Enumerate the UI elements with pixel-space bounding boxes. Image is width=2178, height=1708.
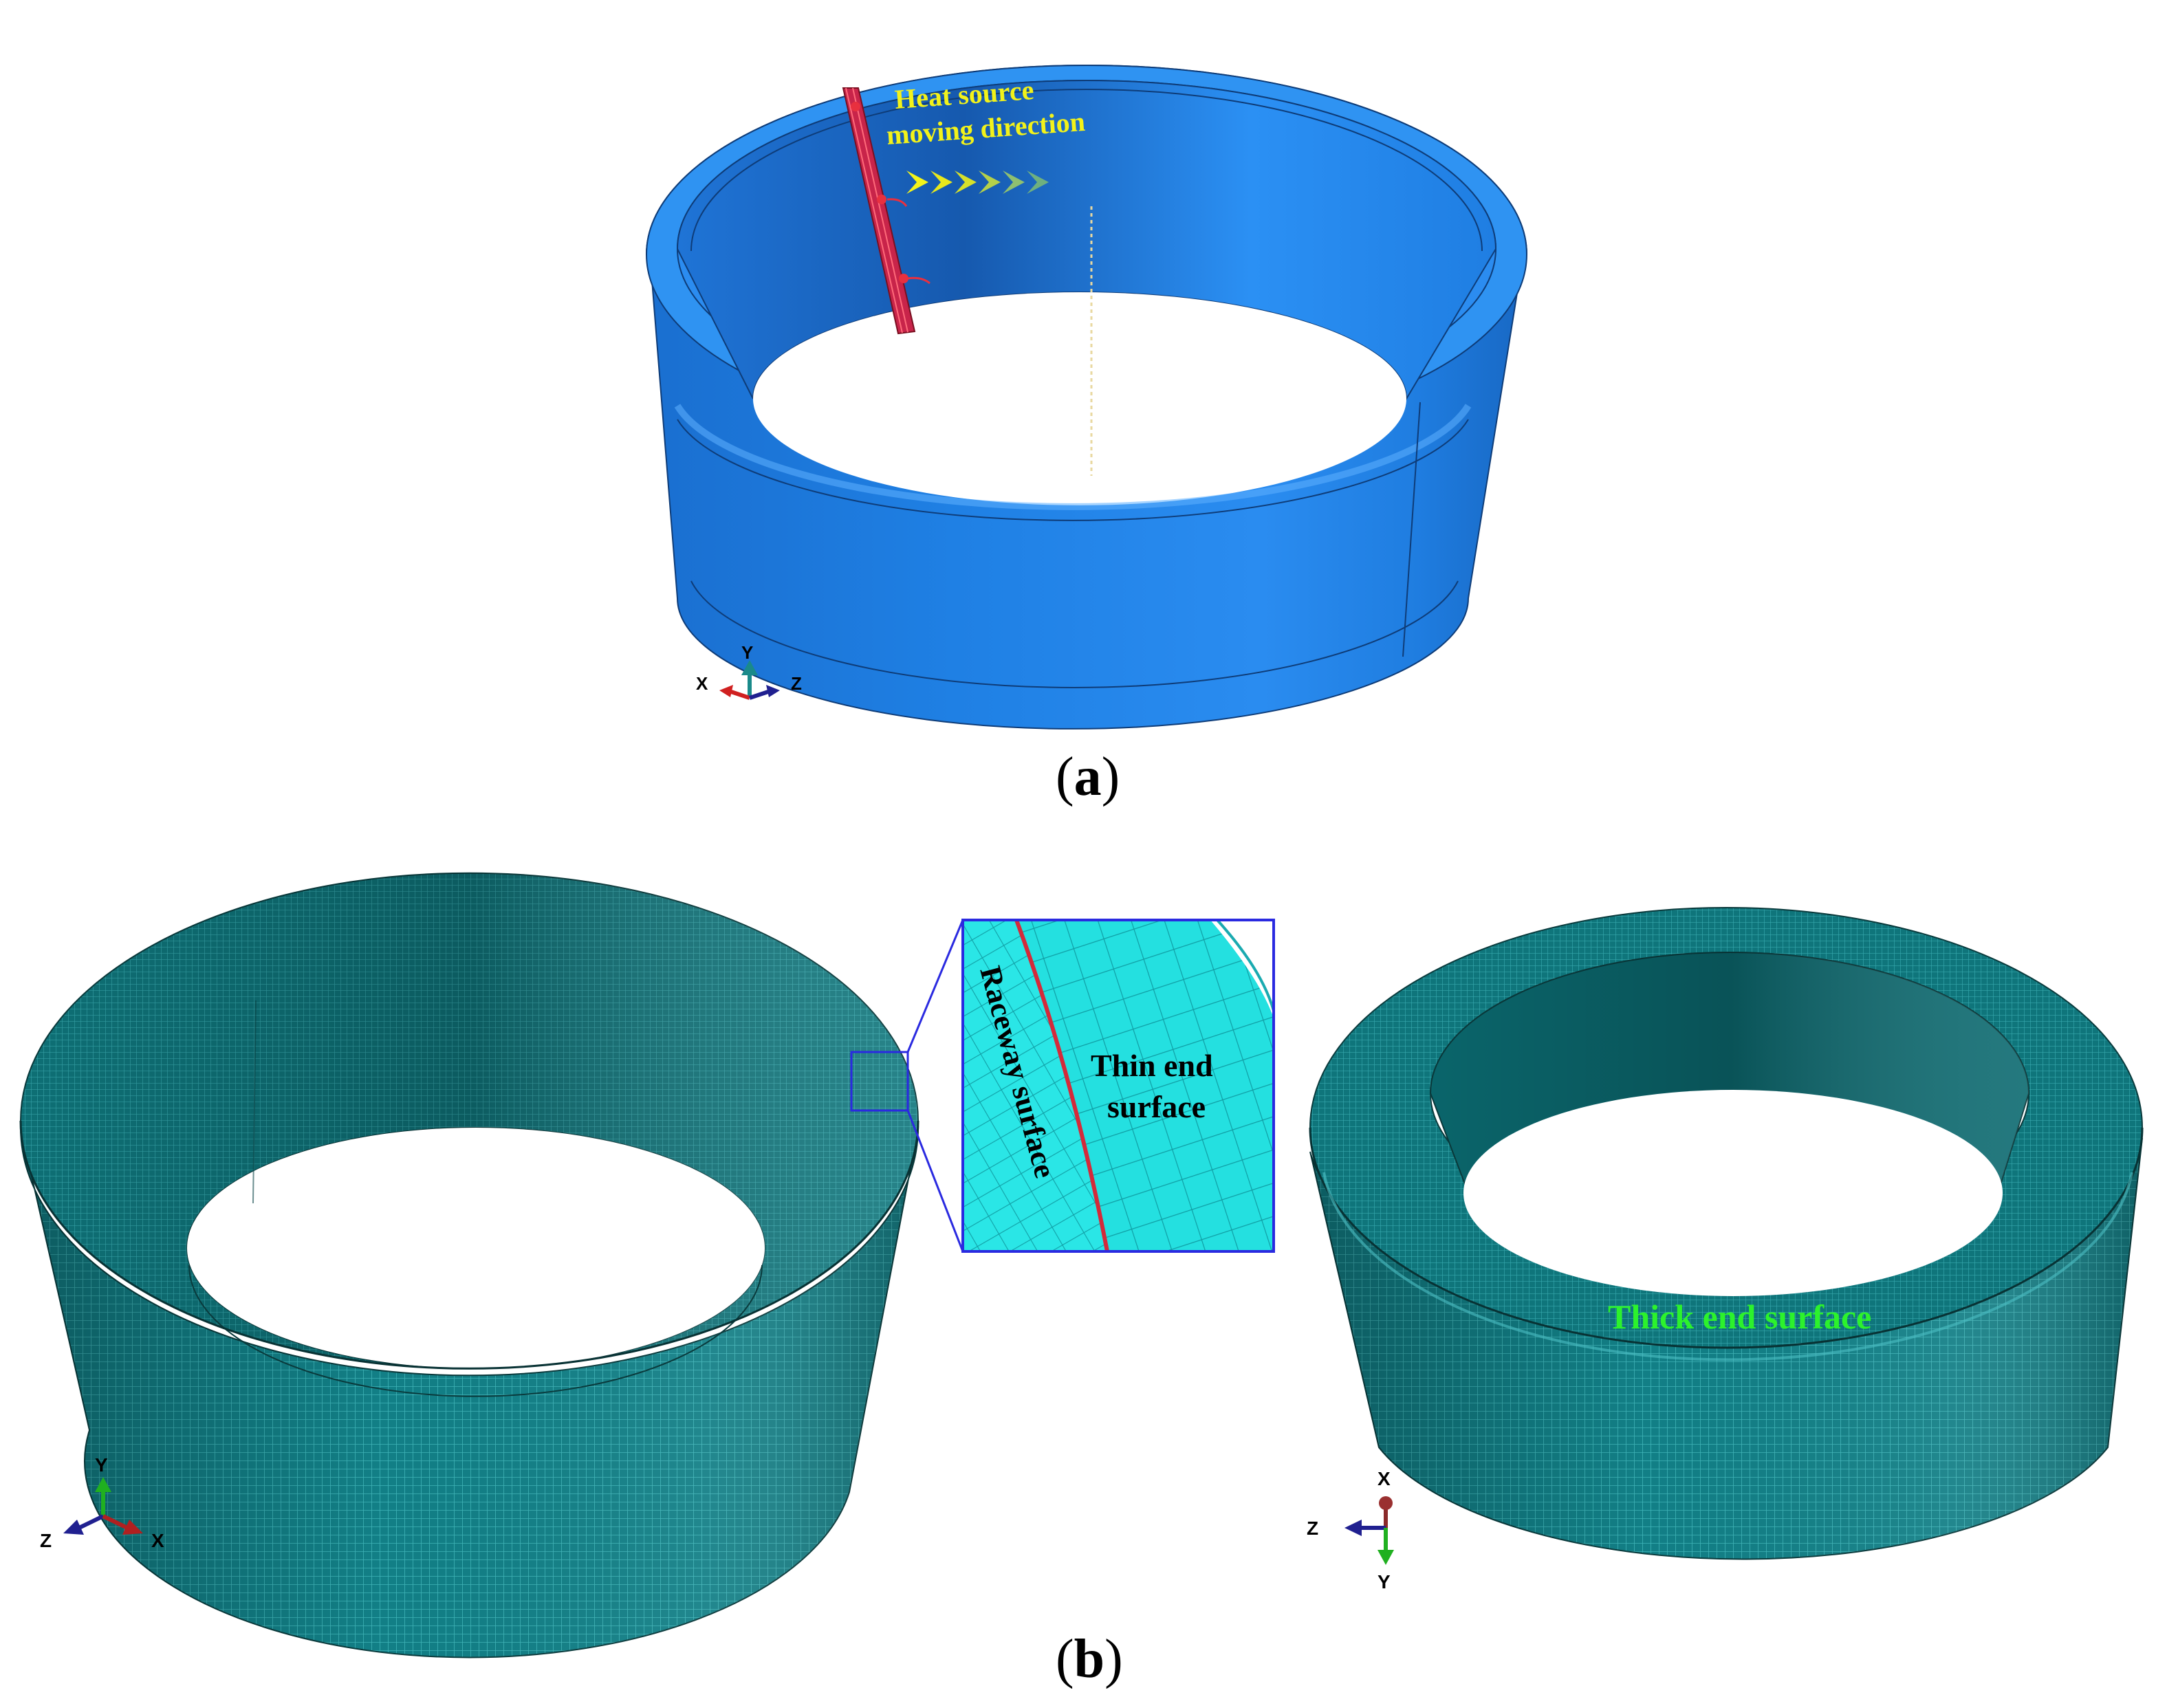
- mesh-ring-left-bore: [187, 1128, 765, 1368]
- svg-text:Z: Z: [791, 673, 802, 694]
- panel-b-left-axis-triad: Y Z X: [40, 1454, 164, 1551]
- inset-detail: Raceway surface Thin end surface: [961, 919, 1275, 1253]
- caption-b-letter: b: [1074, 1629, 1105, 1689]
- inset-callout: [850, 919, 964, 1252]
- svg-text:Y: Y: [95, 1454, 108, 1476]
- thick-end-label: Thick end surface: [1608, 1298, 1871, 1336]
- inset-source-box: [850, 1051, 909, 1112]
- direction-chevrons: [906, 171, 1049, 194]
- svg-text:X: X: [1377, 1468, 1391, 1489]
- panel-b-right-ring: [1309, 907, 2144, 1560]
- thin-end-label-line1: Thin end: [1091, 1048, 1213, 1083]
- panel-a-ring: [645, 65, 1528, 730]
- svg-text:Z: Z: [40, 1530, 52, 1551]
- panel-a-axis-triad: Y X Z: [696, 642, 802, 700]
- svg-text:Z: Z: [1307, 1518, 1318, 1539]
- heat-source-band: [842, 87, 930, 335]
- panel-b-right-axis-triad: X Z Y: [1307, 1468, 1394, 1592]
- mesh-ring-right-bore: [1463, 1090, 2003, 1296]
- caption-b: (b): [1056, 1629, 1123, 1689]
- inset-boundary-line: [1014, 920, 1109, 1251]
- panel-b-left-ring: [19, 872, 919, 1658]
- svg-text:X: X: [696, 673, 708, 694]
- inset-frame: [961, 919, 1275, 1253]
- svg-text:Y: Y: [1377, 1571, 1391, 1592]
- thin-end-label-line2: surface: [1107, 1089, 1206, 1124]
- svg-text:Y: Y: [741, 642, 753, 663]
- svg-text:X: X: [151, 1530, 164, 1551]
- caption-a: (a): [1056, 747, 1120, 807]
- blue-ring-bore: [753, 292, 1406, 505]
- caption-a-letter: a: [1074, 747, 1102, 807]
